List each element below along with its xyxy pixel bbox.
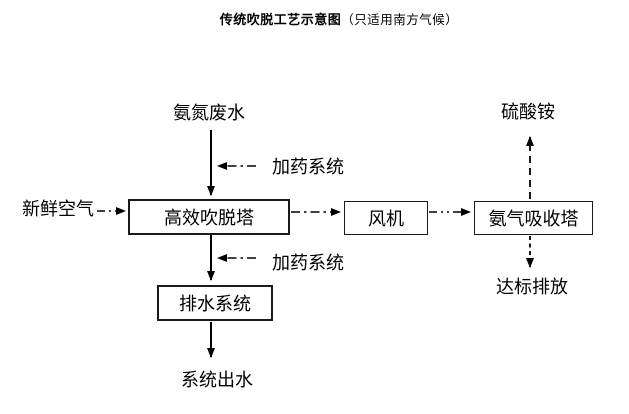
page-title: 传统吹脱工艺示意图（只适用南方气候） [220,12,459,28]
label-dosing-upper: 加药系统 [272,157,344,177]
node-fan: 风机 [344,201,428,235]
page-title-note: （只适用南方气候） [341,13,459,27]
label-fresh-air: 新鲜空气 [22,199,94,219]
label-influent: 氨氮废水 [173,103,245,123]
label-ammonium-sulfate: 硫酸铵 [501,102,555,122]
node-drainage-system: 排水系统 [157,285,273,321]
label-dosing-lower: 加药系统 [272,253,344,273]
node-stripping-tower: 高效吹脱塔 [128,199,290,235]
node-absorption-tower: 氨气吸收塔 [474,201,593,235]
label-effluent: 系统出水 [181,370,253,390]
label-discharge: 达标排放 [496,277,568,297]
page-title-main: 传统吹脱工艺示意图 [219,12,342,27]
